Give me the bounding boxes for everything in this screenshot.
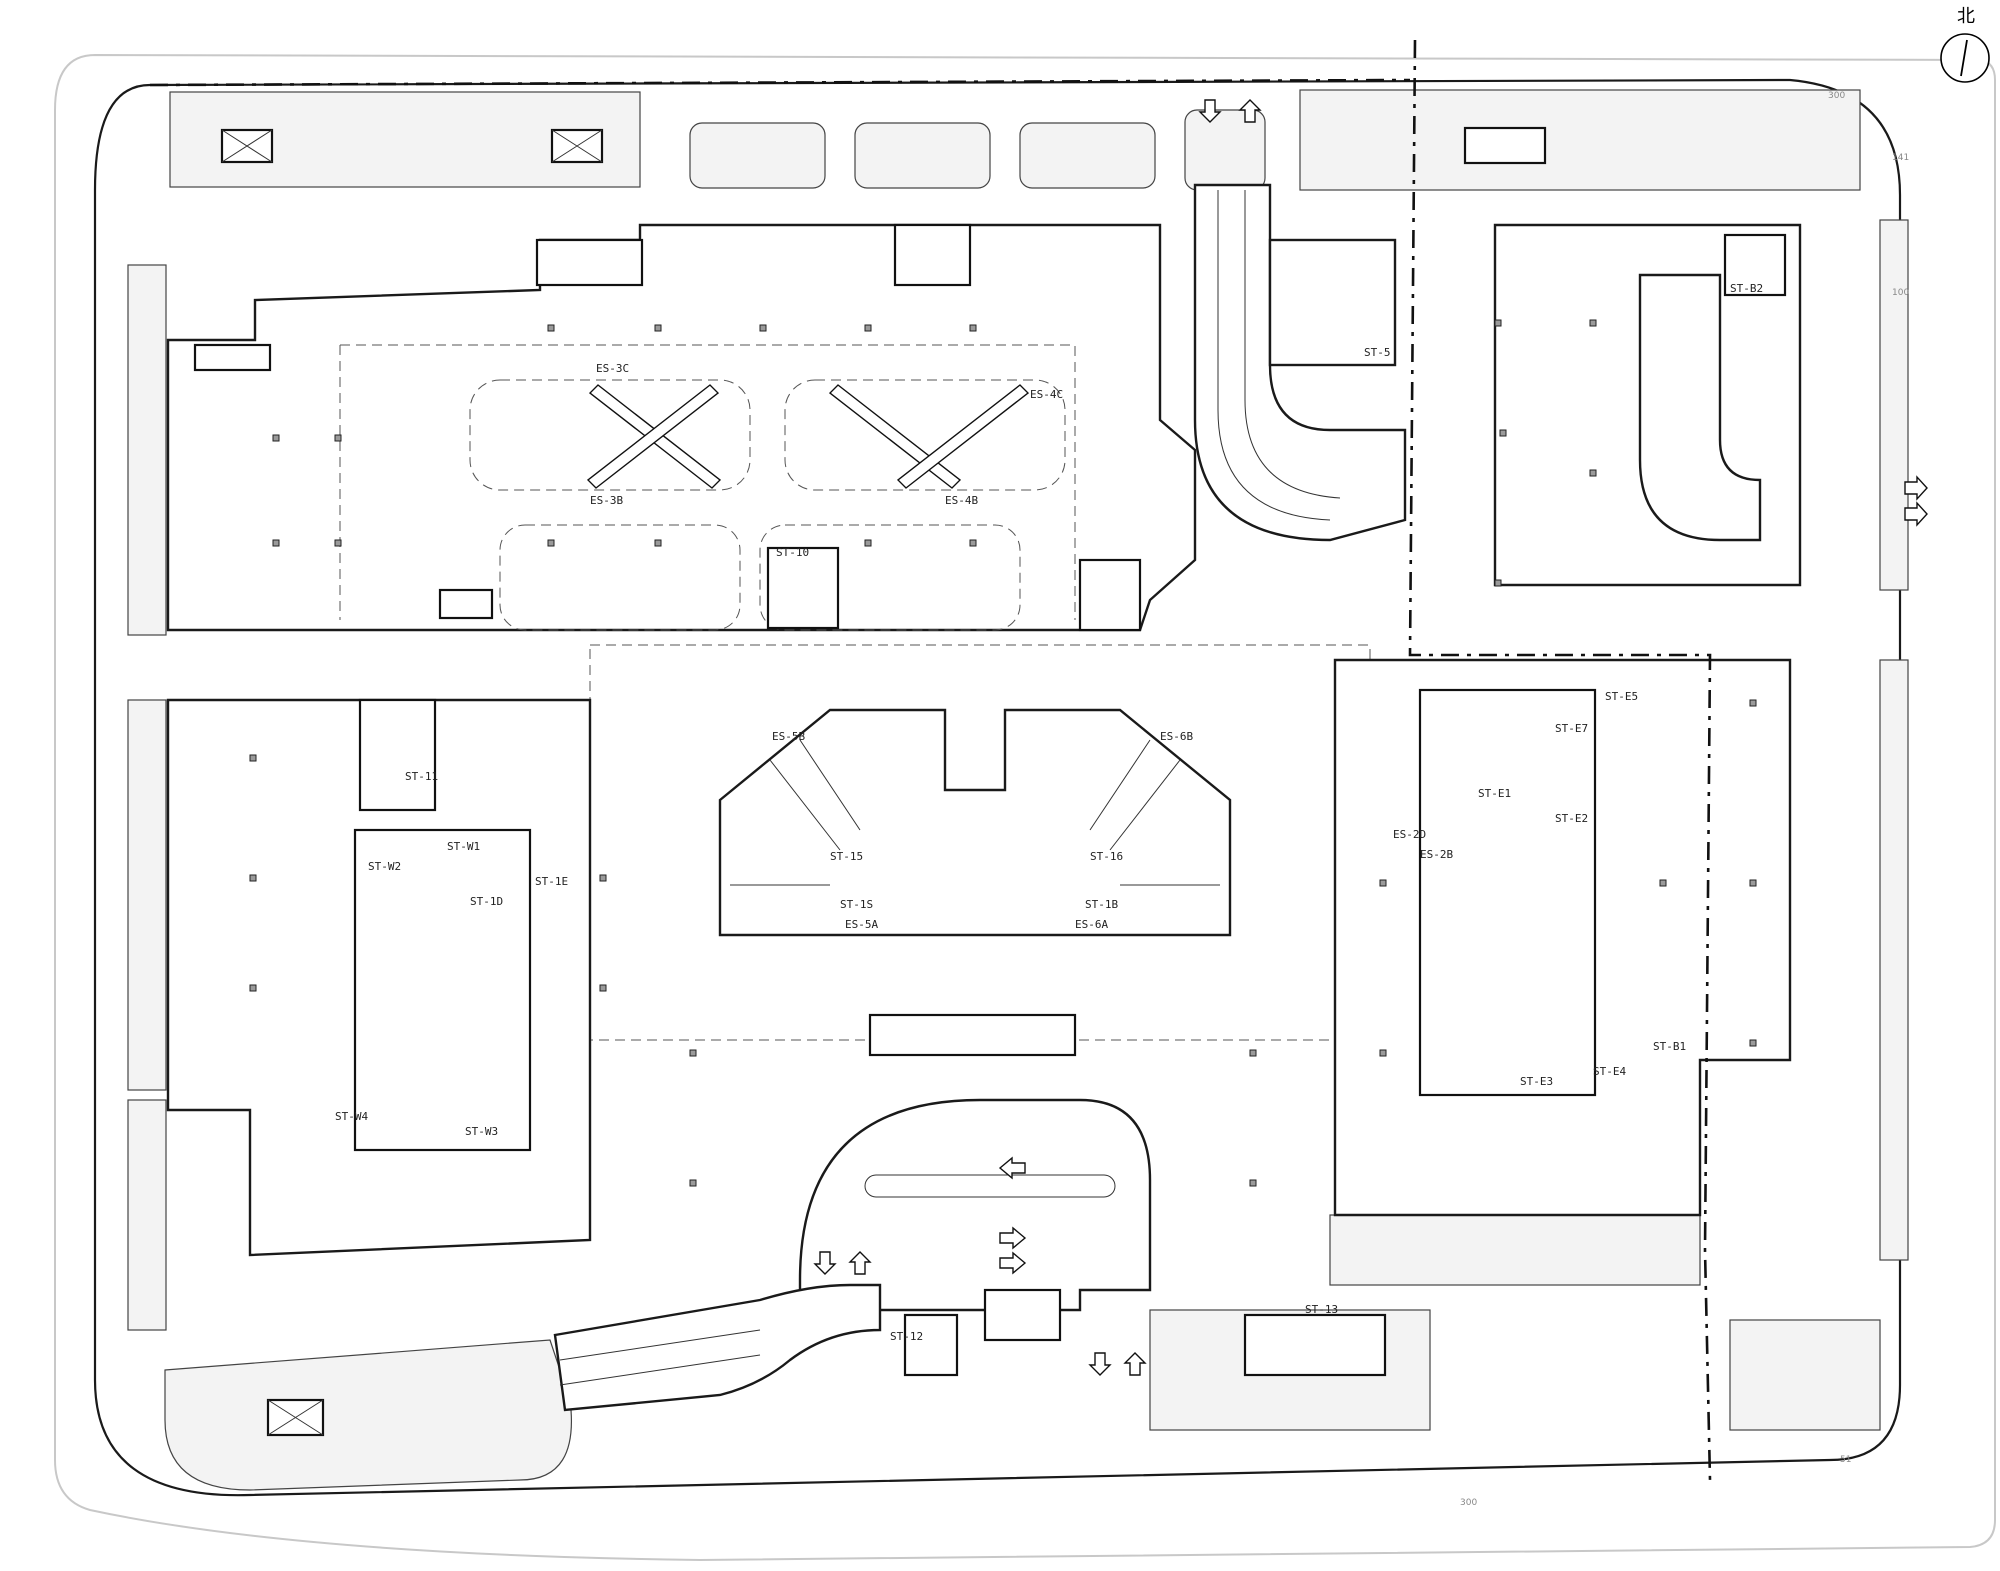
label-st-e2: ST-E2: [1555, 812, 1588, 825]
label-es-3c: ES-3C: [596, 362, 629, 375]
label-st-w2: ST-W2: [368, 860, 401, 873]
label-st-e4: ST-E4: [1593, 1065, 1626, 1078]
west-core: [353, 828, 532, 1152]
dropoff-loop: [798, 1098, 1152, 1312]
label-es-5b: ES-5B: [772, 730, 805, 743]
label-st-1d: ST-1D: [470, 895, 503, 908]
atrium-escalators: [586, 384, 1030, 489]
dim-label-4: 300: [1460, 1498, 1477, 1508]
east-core: [1418, 688, 1597, 1097]
site-outline: [54, 53, 1996, 1562]
label-es-4b: ES-4B: [945, 494, 978, 507]
dim-label-2: 141: [1892, 153, 1909, 163]
north-ramp: [1193, 183, 1407, 542]
label-st-b1: ST-B1: [1653, 1040, 1686, 1053]
traffic-arrows: [813, 99, 1928, 1376]
dim-label-1: 300: [1828, 91, 1845, 101]
northeast-ramp: [1638, 273, 1762, 542]
label-es-5a: ES-5A: [845, 918, 878, 931]
label-st-1e: ST-1E: [535, 875, 568, 888]
label-st-15: ST-15: [830, 850, 863, 863]
label-es-2b: ES-2B: [1420, 848, 1453, 861]
label-st-w3: ST-W3: [465, 1125, 498, 1138]
label-es-4c: ES-4C: [1030, 388, 1063, 401]
north-planting: [169, 89, 1861, 191]
south-cores: [903, 1288, 1387, 1377]
north-cores: [193, 223, 1142, 632]
property-boundary: [1408, 39, 1712, 1481]
label-es-3b: ES-3B: [590, 494, 623, 507]
west-planting: [127, 264, 167, 1331]
north-label: 北: [1957, 6, 1975, 27]
label-st-e1: ST-E1: [1478, 787, 1511, 800]
northeast-core: [1268, 238, 1397, 367]
central-core: [868, 1013, 1077, 1057]
vent-shafts: [220, 126, 1547, 1437]
dim-label-5: 51: [1840, 1455, 1851, 1465]
south-ramp: [553, 1283, 882, 1412]
label-st-5: ST-5: [1364, 346, 1391, 359]
label-st-b2: ST-B2: [1730, 282, 1763, 295]
label-st-10: ST-10: [776, 546, 809, 559]
north-arrow: 北: [1940, 6, 1990, 83]
label-st-11: ST-11: [405, 770, 438, 783]
label-st-13: ST-13: [1305, 1303, 1338, 1316]
label-st-1s: ST-1S: [840, 898, 873, 911]
east-planting: [1879, 219, 1909, 1261]
label-st-1b: ST-1B: [1085, 898, 1118, 911]
label-st-e7: ST-E7: [1555, 722, 1588, 735]
central-stair-monument: [718, 708, 1232, 937]
structural-columns: [249, 319, 1757, 1187]
label-st-12: ST-12: [890, 1330, 923, 1343]
atrium-voids: [339, 344, 1076, 631]
label-st-w1: ST-W1: [447, 840, 480, 853]
label-es-6b: ES-6B: [1160, 730, 1193, 743]
dim-label-3: 100: [1892, 288, 1909, 298]
label-st-e3: ST-E3: [1520, 1075, 1553, 1088]
label-es-2d: ES-2D: [1393, 828, 1426, 841]
label-st-w4: ST-W4: [335, 1110, 368, 1123]
northwest-retail: [166, 223, 1197, 632]
label-st-16: ST-16: [1090, 850, 1123, 863]
label-es-6a: ES-6A: [1075, 918, 1108, 931]
label-st-e5: ST-E5: [1605, 690, 1638, 703]
